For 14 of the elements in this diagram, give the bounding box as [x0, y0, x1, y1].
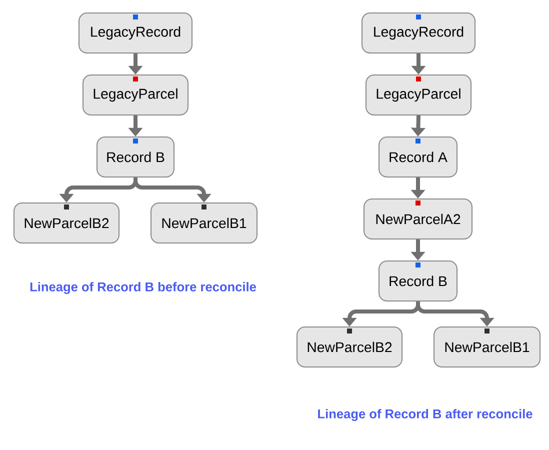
- process-box: Record B: [96, 136, 174, 178]
- process-box: NewParcelA2: [364, 198, 472, 240]
- process-box: LegacyParcel: [366, 74, 472, 116]
- process-box: LegacyRecord: [362, 12, 476, 54]
- caption: Lineage of Record B after reconcile: [318, 409, 532, 421]
- process-box: Record A: [378, 136, 458, 178]
- process-box: NewParcelB2: [14, 202, 120, 244]
- process-box: NewParcelB2: [296, 326, 402, 368]
- process-box: NewParcelB1: [434, 326, 540, 368]
- process-box: LegacyParcel: [82, 74, 188, 116]
- process-box: NewParcelB1: [150, 202, 258, 244]
- caption: Lineage of Record B before reconcile: [30, 282, 256, 294]
- process-box: Record B: [378, 260, 458, 302]
- process-box: LegacyRecord: [78, 12, 192, 54]
